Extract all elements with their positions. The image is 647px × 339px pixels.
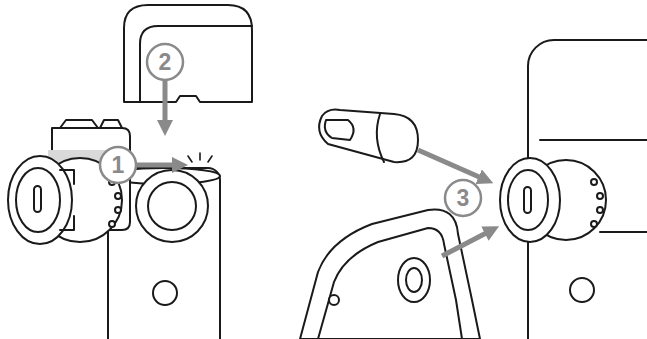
outlet-inner [16,168,60,232]
step-arrow [137,163,180,168]
callout-number: 1 [100,147,136,183]
callout-circle [445,180,481,216]
mouthpiece-joint [377,114,384,162]
mesh-inner [148,182,196,230]
callout-number: 3 [445,180,481,216]
mouthpiece [319,110,418,163]
power-button [153,281,177,305]
mouthpiece-slot [325,120,354,140]
outlet-slot [34,186,41,212]
callout-number: 2 [147,44,183,80]
cap-seam [540,139,647,141]
mask-vent [329,295,339,305]
power-button-right [570,278,594,302]
callout-circle [100,147,136,183]
outlet-ring-right [500,158,560,242]
module-tabs [60,120,122,128]
step-arrow [163,81,168,128]
cap-inner-edge [140,26,252,102]
step-arrow [418,150,486,180]
step-arrow [442,230,492,256]
outlet-clips [60,170,74,230]
top-cap [124,5,252,102]
click-marks [188,153,212,162]
outlet-slot-right [524,187,531,213]
face-mask [300,210,480,339]
mask-port-inner [406,268,422,292]
callout-circle [147,44,183,80]
mask-inner-rim [318,228,462,339]
mesh-chamber [136,170,208,242]
mask-port [398,258,430,302]
outlet-inner-right [508,170,548,230]
side-line [600,231,647,233]
